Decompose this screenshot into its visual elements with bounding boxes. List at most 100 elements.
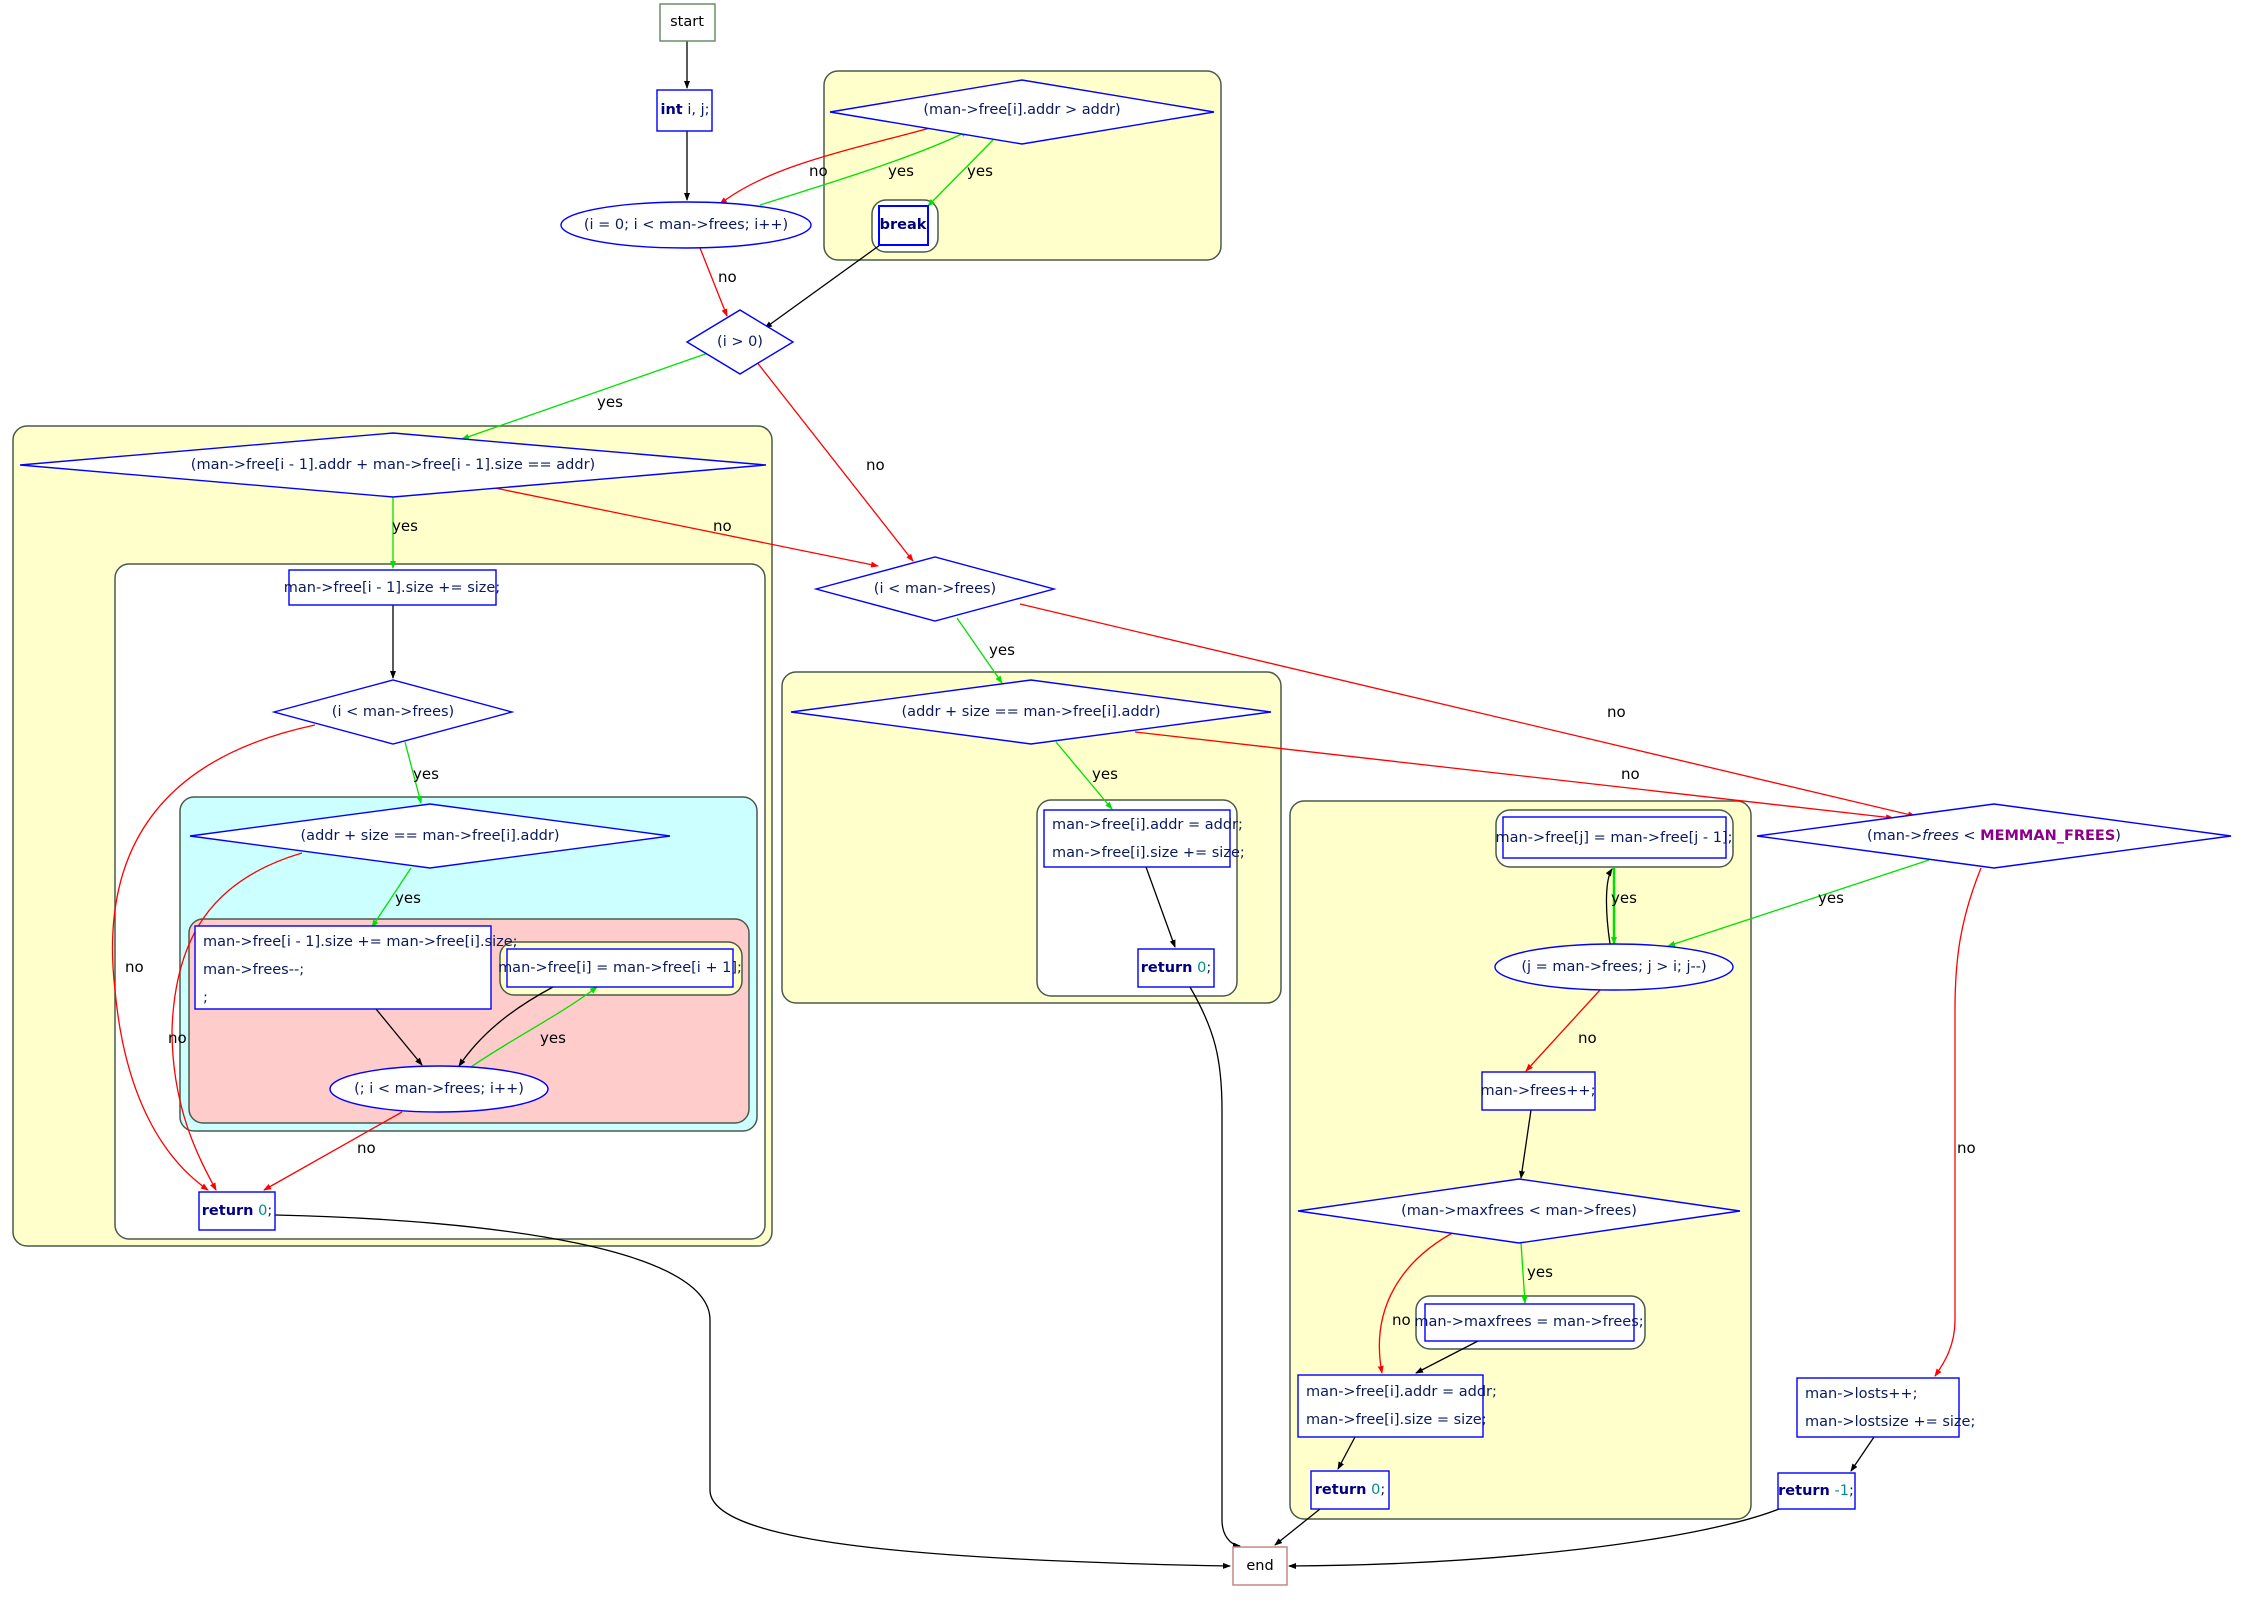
- cond-merge-next-a-node: [189, 803, 671, 869]
- edge-for-cond-yes: [759, 130, 969, 206]
- edge-next-b-memman-no: [1134, 731, 1894, 821]
- stmt-line: man->losts++;: [1805, 1386, 1918, 1402]
- stmt-maxfrees-label: man->maxfrees = man->frees;: [1414, 1313, 1644, 1330]
- stmt-merge-next-node: [1043, 809, 1231, 868]
- edge-merge-for-shift: [375, 1008, 423, 1066]
- stmt-line: man->lostsize += size;: [1805, 1414, 1976, 1430]
- edge-cond-break-yes: [927, 139, 994, 207]
- stmt-prev-size-label: man->free[i - 1].size += size;: [283, 579, 501, 596]
- edge-stmt-return-mid: [1145, 866, 1176, 948]
- edge-label-yes: yes: [1818, 889, 1844, 907]
- decl-label: int i, j;: [660, 103, 709, 118]
- stmt-line: man->free[i].size += size;: [1052, 845, 1245, 861]
- edge-return-left-end: [274, 1214, 1231, 1569]
- edge-label-yes: yes: [392, 517, 418, 535]
- edge-cond-b-memman-no: [1019, 603, 1916, 818]
- edge-cond-for-no: [719, 127, 931, 205]
- cond-i-gt-0-label: (i > 0): [717, 333, 763, 350]
- decl-node: [656, 89, 713, 132]
- stmt-line: ;: [203, 990, 208, 1006]
- edge-label-yes: yes: [413, 765, 439, 783]
- edge-for-shift-return-no: [263, 1111, 403, 1191]
- edge-label-no: no: [713, 517, 732, 535]
- stmt-merge-both-node: [194, 925, 492, 1010]
- edge-ilt-next-yes: [404, 741, 423, 804]
- stmt-frees-inc-label: man->frees++;: [1480, 1082, 1596, 1099]
- edge-label-no: no: [1578, 1029, 1597, 1047]
- return-value: 0: [1197, 959, 1207, 976]
- edge-maxstmt-insert: [1415, 1340, 1479, 1374]
- start-node: [659, 3, 716, 42]
- stmt-merge-both-label: man->free[i - 1].size += man->free[i].si…: [203, 928, 518, 1012]
- stmt-line: man->free[i].addr = addr;: [1306, 1384, 1497, 1400]
- return-value: -1: [1834, 1482, 1849, 1499]
- edge-ilt-return-no: [111, 724, 316, 1191]
- edge-memman-forup-yes: [1667, 859, 1930, 947]
- cond-frees-lt-max-node: [1756, 803, 2232, 869]
- decl-vars: i, j;: [682, 101, 710, 118]
- cond-merge-next-a-label: (addr + size == man->free[i].addr): [300, 827, 560, 844]
- cond-addr-gt-node: [829, 79, 1215, 145]
- edge-label-yes: yes: [597, 393, 623, 411]
- edge-break-igt0: [764, 244, 881, 329]
- edge-label-no: no: [718, 268, 737, 286]
- start-label: start: [670, 13, 704, 30]
- stmt-insert-label: man->free[i].addr = addr; man->free[i].s…: [1306, 1378, 1497, 1434]
- edge-lost-return-fail: [1850, 1436, 1875, 1472]
- keyword-return: return: [1778, 1482, 1830, 1499]
- stmt-line: man->free[i].size = size;: [1306, 1412, 1487, 1428]
- edge-forup-body: [1605, 868, 1613, 945]
- return-value: 0: [1371, 1481, 1381, 1498]
- edge-for-shift-body-yes: [470, 986, 598, 1068]
- return-right-label: return 0;: [1314, 1481, 1386, 1498]
- edge-label-yes: yes: [1611, 889, 1637, 907]
- for-shift-up-node: [1494, 943, 1734, 991]
- stmt-lost-label: man->losts++; man->lostsize += size;: [1805, 1380, 1975, 1436]
- edge-next-b-stmt-yes: [1055, 741, 1113, 810]
- return-mid-label: return 0;: [1140, 959, 1212, 976]
- macro-memman-frees: MEMMAN_FREES: [1980, 827, 2116, 844]
- stmt-merge-next-label: man->free[i].addr = addr; man->free[i].s…: [1052, 811, 1245, 867]
- stmt-line: man->free[i - 1].size += man->free[i].si…: [203, 934, 518, 950]
- end-label: end: [1246, 1557, 1274, 1574]
- for-shift-down-label: (; i < man->frees; i++): [354, 1080, 524, 1097]
- stmt-shift-up-node: [1502, 816, 1727, 859]
- end-node: [1232, 1546, 1288, 1586]
- return-left-label: return 0;: [201, 1202, 273, 1219]
- for-outer-node: [560, 201, 812, 249]
- edge-label-no: no: [168, 1029, 187, 1047]
- cond-merge-prev-node: [19, 432, 767, 498]
- edge-return-right-end: [1274, 1508, 1321, 1546]
- stmt-lost-node: [1796, 1377, 1960, 1438]
- edge-maxcond-stmt-yes: [1520, 1242, 1528, 1304]
- cond-maxfrees-label: (man->maxfrees < man->frees): [1401, 1202, 1637, 1219]
- edge-label-yes: yes: [989, 641, 1015, 659]
- edge-label-no: no: [1607, 703, 1626, 721]
- edge-label-no: no: [1957, 1139, 1976, 1157]
- edge-for-igt0-no: [699, 247, 728, 317]
- edge-next-return-no: [171, 852, 303, 1191]
- stmt-shift-up-label: man->free[j] = man->free[j - 1];: [1495, 829, 1733, 846]
- for-shift-down-node: [329, 1065, 549, 1113]
- stmt-maxfrees-node: [1424, 1303, 1635, 1342]
- for-outer-label: (i = 0; i < man->frees; i++): [583, 216, 789, 233]
- edge-label-yes: yes: [540, 1029, 566, 1047]
- keyword-int: int: [660, 101, 683, 118]
- edges: [111, 41, 1982, 1569]
- return-value: 0: [258, 1202, 268, 1219]
- edge-memman-lost-no: [1934, 867, 1982, 1377]
- stmt-shift-down-label: man->free[i] = man->free[i + 1];: [498, 959, 742, 976]
- edge-label-no: no: [1392, 1311, 1411, 1329]
- cond-merge-next-b-node: [790, 679, 1272, 745]
- edge-return-mid-end: [1189, 986, 1241, 1549]
- cond-i-lt-frees-a-node: [271, 679, 515, 745]
- keyword-return: return: [201, 1202, 254, 1219]
- edge-label-no: no: [866, 456, 885, 474]
- edge-mergeprev-cond-b-no: [489, 486, 879, 568]
- stmt-insert-node: [1297, 1374, 1484, 1438]
- edge-forup-frees-no: [1525, 989, 1601, 1072]
- stmt-frees-inc-node: [1481, 1071, 1596, 1111]
- cond-i-lt-frees-b-label: (i < man->frees): [873, 580, 997, 597]
- cond-addr-gt-label: (man->free[i].addr > addr): [923, 101, 1121, 118]
- edge-label-no: no: [357, 1139, 376, 1157]
